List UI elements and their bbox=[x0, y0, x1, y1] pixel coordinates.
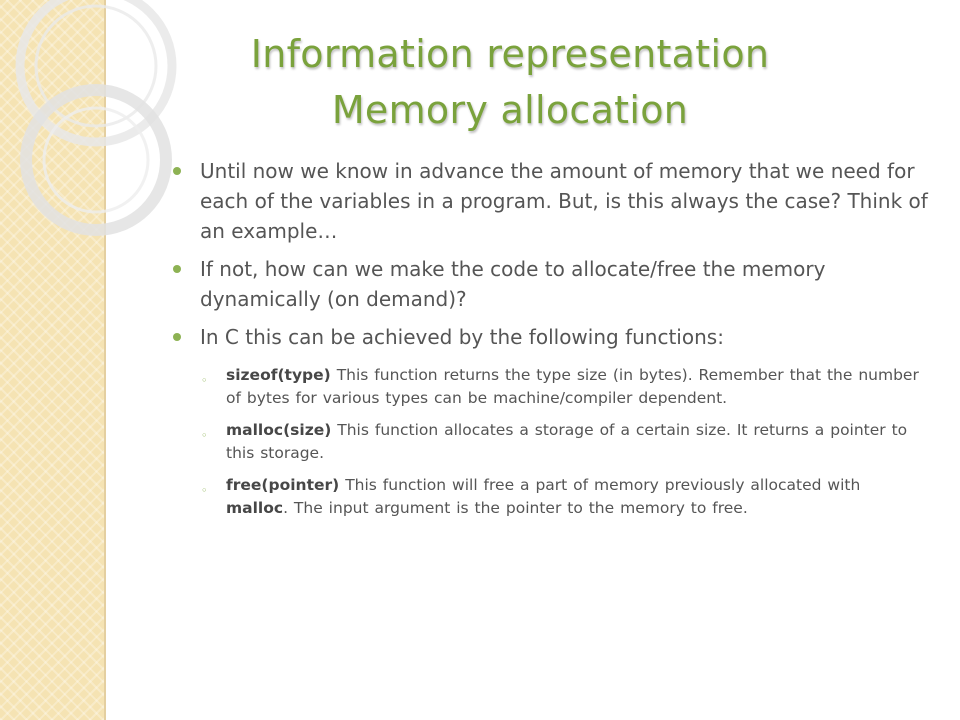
sub-bullet-item: ◦ malloc(size) This function allocates a… bbox=[168, 419, 928, 465]
bullet-dot-icon bbox=[173, 167, 181, 175]
slide-content: Until now we know in advance the amount … bbox=[168, 156, 928, 529]
bullet-text: In C this can be achieved by the followi… bbox=[200, 325, 724, 349]
side-decorative-panel bbox=[0, 0, 177, 720]
function-name: malloc(size) bbox=[226, 421, 332, 439]
bullet-item: If not, how can we make the code to allo… bbox=[168, 254, 928, 314]
bullet-text: Until now we know in advance the amount … bbox=[200, 159, 928, 243]
bullet-dot-icon bbox=[173, 265, 181, 273]
function-description: This function will free a part of memory… bbox=[345, 476, 861, 494]
bullet-item: In C this can be achieved by the followi… bbox=[168, 322, 928, 352]
function-reference: malloc bbox=[226, 499, 284, 517]
function-name: sizeof(type) bbox=[226, 366, 331, 384]
bullet-dot-icon bbox=[173, 333, 181, 341]
title-line-1: Information representation bbox=[250, 32, 770, 76]
ring-bullet-icon: ◦ bbox=[201, 484, 208, 497]
sub-bullet-item: ◦ free(pointer) This function will free … bbox=[168, 474, 928, 520]
concentric-circles-decoration bbox=[15, 0, 177, 236]
ring-bullet-icon: ◦ bbox=[201, 374, 208, 387]
bullet-item: Until now we know in advance the amount … bbox=[168, 156, 928, 246]
title-line-2: Memory allocation bbox=[331, 88, 689, 132]
slide-title: Information representation Memory alloca… bbox=[150, 26, 870, 138]
function-description-tail: . The input argument is the pointer to t… bbox=[283, 499, 748, 517]
function-description: This function allocates a storage of a c… bbox=[226, 421, 908, 462]
function-name: free(pointer) bbox=[226, 476, 340, 494]
ring-bullet-icon: ◦ bbox=[201, 429, 208, 442]
bullet-text: If not, how can we make the code to allo… bbox=[200, 257, 826, 311]
sub-bullet-item: ◦ sizeof(type) This function returns the… bbox=[168, 364, 928, 410]
function-description: This function returns the type size (in … bbox=[226, 366, 919, 407]
